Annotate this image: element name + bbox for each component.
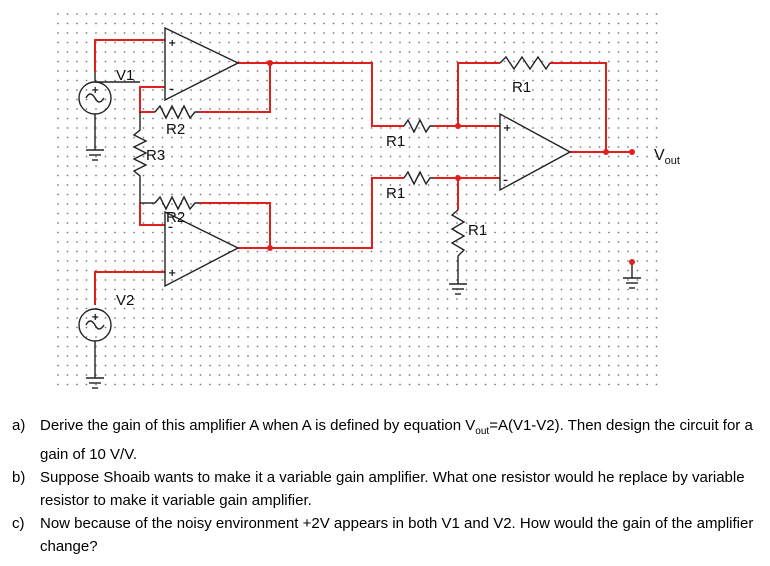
label-r1-mid-lower: R1 [386,185,405,202]
question-text: Now because of the noisy environment +2V… [40,515,754,555]
svg-text:–: – [168,222,173,233]
ground-icon [623,277,641,289]
label-v2: V2 [116,292,134,309]
ground-icon [449,283,467,295]
label-r1-ground: R1 [468,222,487,239]
resistor-r2-upper [154,104,200,120]
wires [94,39,632,305]
resistor-r1-top [499,55,551,71]
label-r3: R3 [146,147,165,164]
junction-dot [267,60,273,66]
wire-r2-lower-feedback [200,202,271,248]
question-c: c) Now because of the noisy environment … [12,512,762,558]
svg-text:+: + [503,123,511,134]
svg-text:+: + [168,268,176,279]
wire-v1-to-opamp1-plus [94,39,165,72]
opamp-1 [164,26,240,102]
output-ground-dot [629,259,635,265]
svg-text:–: – [503,175,508,186]
junction-dot [455,123,461,129]
label-r1-top: R1 [512,79,531,96]
wire-opamp2-out [238,177,404,249]
question-list: a) Derive the gain of this amplifier A w… [12,414,762,558]
junction-dot [603,149,609,155]
question-letter: c) [12,515,25,532]
question-b: b) Suppose Shoaib wants to make it a var… [12,466,762,512]
resistor-r2-lower [154,195,200,211]
wire-v2-to-opamp2-plus [94,271,165,305]
source-v2-wave [85,320,105,330]
source-v1-wave [85,93,105,103]
question-text: Derive the gain of this amplifier A when… [40,417,753,463]
label-vout: Vout [654,147,680,167]
question-letter: a) [12,417,26,434]
junction-dots [267,60,609,251]
resistor-r1-ground [450,209,466,284]
circuit-diagram: + – – + + – + + V1 V2 R2 R3 R2 R1 R1 R1 … [57,13,680,389]
label-r2-upper: R2 [166,121,185,138]
question-letter: b) [12,469,26,486]
ground-icon [86,149,104,161]
opamp-pin-signs: + – – + + – + + [91,38,511,323]
resistor-r1-mid-lower [403,170,434,186]
svg-text:+: + [168,38,176,49]
svg-text:+: + [91,312,99,323]
opamp-2 [164,210,240,288]
label-v1: V1 [116,67,134,84]
wire-opamp1-minus [139,86,165,113]
wire-opamp1-out-to-r1 [270,62,404,127]
vout-terminal [629,149,635,155]
label-r1-mid-upper: R1 [386,133,405,150]
question-a: a) Derive the gain of this amplifier A w… [12,414,762,466]
junction-dot [455,175,461,181]
wire-r2-upper-feedback [200,63,271,113]
components [78,26,641,389]
wire-opamp2-minus [139,203,165,226]
resistor-r3 [132,112,148,203]
grid-dots [57,13,658,386]
junction-dot [267,245,273,251]
svg-text:+: + [91,85,99,96]
ground-icon [86,377,104,389]
opamp-3 [499,112,572,192]
label-r2-lower: R2 [166,209,185,226]
wire-feedback-r1-top [457,62,500,126]
svg-text:–: – [169,84,174,95]
resistor-r1-mid-upper [403,118,434,134]
wire-r1-top-to-out [550,62,607,152]
question-text: Suppose Shoaib wants to make it a variab… [40,469,745,509]
